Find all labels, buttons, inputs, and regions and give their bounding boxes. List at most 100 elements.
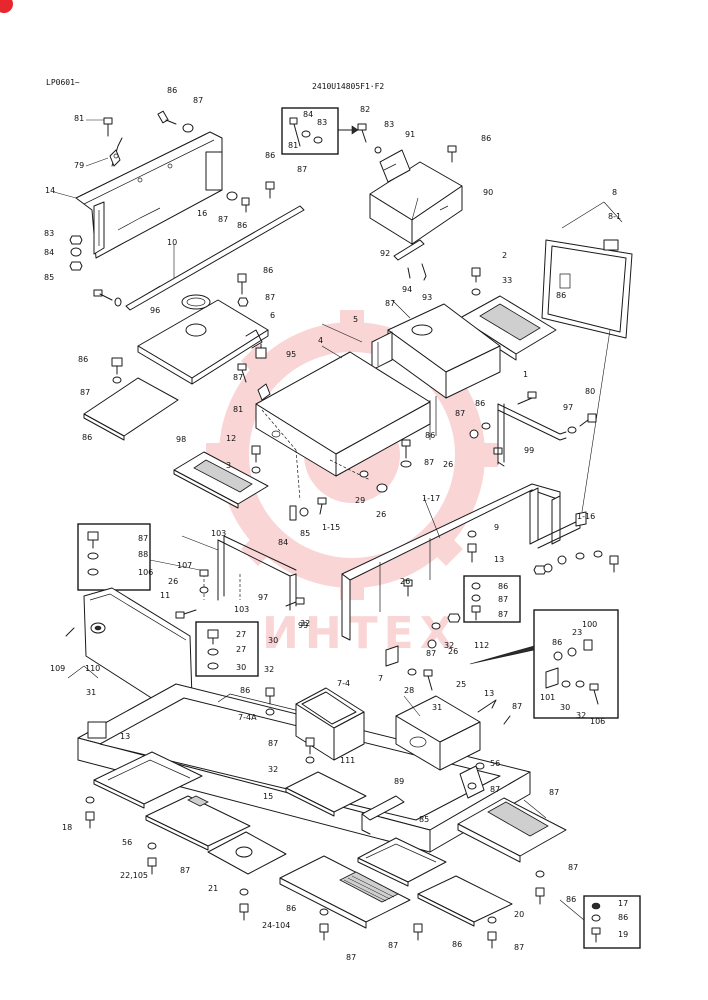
- watermark-text: ИНТЕХ: [262, 608, 460, 659]
- bolt-86-plate: [237, 273, 247, 295]
- callout-label: 7: [378, 674, 383, 683]
- nut-washer-strip: [533, 550, 619, 575]
- bolt-88-group: [467, 530, 477, 563]
- callout-label: 79: [74, 161, 84, 170]
- center-bolt-group: [385, 622, 441, 691]
- callout-label: 89: [394, 777, 404, 786]
- callout-label: 87: [568, 863, 578, 872]
- callout-label: 87: [138, 534, 148, 543]
- step-plate-3: [173, 445, 269, 509]
- callout-label: 86: [237, 221, 247, 230]
- callout-label: 97: [563, 403, 573, 412]
- floor-mat-20: [357, 837, 447, 887]
- callout-label: 85: [300, 529, 310, 538]
- seal-33: [371, 331, 393, 371]
- callout-label: 86: [78, 355, 88, 364]
- callout-label: 87: [424, 458, 434, 467]
- callout-label: 87: [180, 866, 190, 875]
- callout-label: 86: [552, 638, 562, 647]
- callout-label: 86: [556, 291, 566, 300]
- callout-label: 81: [288, 141, 298, 150]
- callout-label: 110: [85, 664, 100, 673]
- callout-label: 87: [498, 610, 508, 619]
- callout-label: 27: [236, 630, 246, 639]
- bracket-11: [175, 535, 305, 619]
- callout-label: 32: [264, 665, 274, 674]
- callout-label: 96: [150, 306, 160, 315]
- console-23: [395, 695, 481, 771]
- callout-label: 17: [618, 899, 628, 908]
- callout-label: 86: [286, 904, 296, 913]
- callout-label: 11: [160, 591, 170, 600]
- step-plate-21: [457, 797, 567, 863]
- bolt-86-mid: [265, 181, 275, 199]
- bolt-86-top: [157, 110, 177, 125]
- callout-label: 97: [258, 593, 268, 602]
- bolt-86-side: [241, 197, 250, 213]
- callout-label: 92: [380, 249, 390, 258]
- rod-10: [125, 205, 305, 311]
- callout-label: 87: [193, 96, 203, 105]
- inset-box-bottom-right: [559, 895, 641, 949]
- box-90: [369, 149, 463, 245]
- callout-label: 81: [74, 114, 84, 123]
- callout-label: 107: [177, 561, 192, 570]
- callout-label: 84: [278, 538, 288, 547]
- callout-label: 21: [208, 884, 218, 893]
- callout-label: 29: [355, 496, 365, 505]
- drawing-number-label: 2410U14805F1·F2: [312, 82, 385, 91]
- callout-label: 12: [226, 434, 236, 443]
- parts-100-101: [477, 699, 511, 725]
- callout-label: 33: [502, 276, 512, 285]
- floor-plate-6: [137, 294, 269, 385]
- parts-1-15-1-17-1-16: [289, 497, 327, 521]
- callout-label: 2: [502, 251, 507, 260]
- callout-label: 86: [425, 431, 435, 440]
- callout-label: 87: [512, 702, 522, 711]
- callout-label: 6: [270, 311, 275, 320]
- callout-label: 7-4: [337, 679, 350, 688]
- callout-label: 1-17: [422, 494, 440, 503]
- callout-label: 3: [226, 461, 231, 470]
- floor-mat-19: [417, 875, 513, 927]
- callout-label: 28: [404, 686, 414, 695]
- floor-mat-18: [285, 771, 367, 817]
- inset-box-87-32-112: [463, 575, 521, 623]
- inset-pointer: [469, 645, 535, 665]
- washers-84-85: [359, 470, 388, 493]
- floor-mat-89: [93, 751, 203, 809]
- callout-label: 86: [452, 940, 462, 949]
- callout-label: 86: [475, 399, 485, 408]
- bolt-26-frame: [403, 579, 413, 597]
- leader-lines: [53, 119, 547, 819]
- inset-leader: [149, 559, 201, 571]
- callout-label: 87: [426, 649, 436, 658]
- bolts-82-83: [357, 123, 382, 154]
- callout-label: 13: [120, 732, 130, 741]
- callout-label: 31: [86, 688, 96, 697]
- callout-label: 98: [176, 435, 186, 444]
- callout-label: 30: [268, 636, 278, 645]
- callout-label: 101: [540, 693, 555, 702]
- callout-label: 80: [585, 387, 595, 396]
- main-cover-1: [255, 351, 431, 501]
- callout-label: 15: [263, 792, 273, 801]
- callout-label: 31: [432, 703, 442, 712]
- callout-label: 8-1: [608, 212, 621, 221]
- bolt-86-box: [447, 145, 457, 163]
- callout-label: 87: [80, 388, 90, 397]
- callout-label: 1-15: [322, 523, 340, 532]
- pedal-56: [305, 737, 485, 799]
- side-panel-14: [75, 131, 223, 259]
- grille-17-pattern: [343, 875, 395, 902]
- callout-label: 86: [498, 582, 508, 591]
- callout-label: 84: [44, 248, 54, 257]
- callout-label: 100: [582, 620, 597, 629]
- callout-label: 5: [353, 315, 358, 324]
- callout-label: 87: [490, 785, 500, 794]
- callout-label: 26: [400, 577, 410, 586]
- callout-label: 13: [484, 689, 494, 698]
- cover-8: [541, 201, 633, 339]
- callout-label: 103: [234, 605, 249, 614]
